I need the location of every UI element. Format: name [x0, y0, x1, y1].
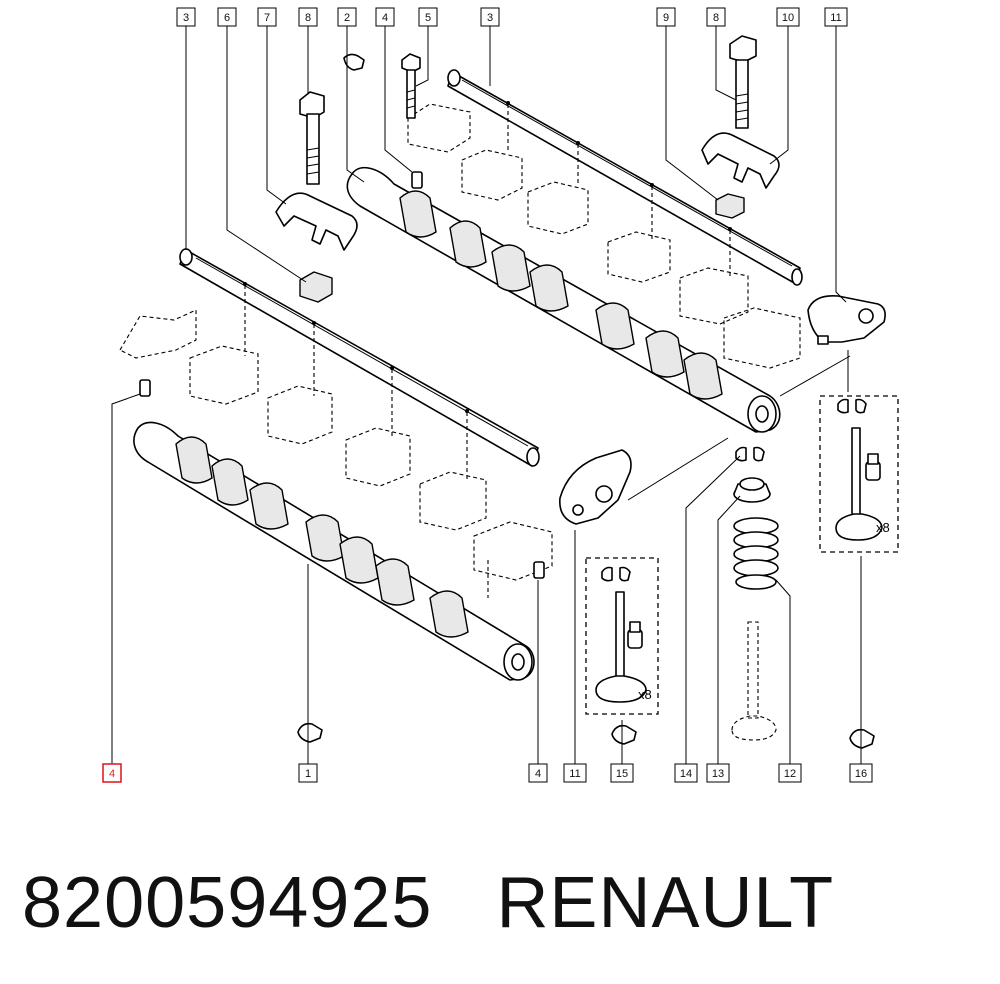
block-front — [299, 271, 333, 303]
callout-label: 1 — [305, 768, 311, 780]
callout-label: 10 — [782, 12, 794, 24]
bearing-caps-front — [119, 285, 553, 598]
callout-2: 2 — [337, 7, 357, 27]
callout-14: 14 — [674, 763, 698, 783]
callout-label: 4 — [109, 768, 115, 780]
callout-13: 13 — [706, 763, 730, 783]
callout-label: 8 — [305, 12, 311, 24]
callout-label: 7 — [264, 12, 270, 24]
callout-11-top: 11 — [824, 7, 848, 27]
callout-10: 10 — [776, 7, 800, 27]
camshaft-rear — [346, 166, 781, 433]
valve-spring — [733, 517, 779, 590]
valve-group-left — [585, 557, 659, 715]
callout-16: 16 — [849, 763, 873, 783]
grommet-16 — [849, 728, 875, 749]
callout-1: 1 — [298, 763, 318, 783]
callout-4-top: 4 — [375, 7, 395, 27]
exploded-parts-diagram: 3 6 7 8 2 4 5 3 — [102, 7, 899, 783]
callout-label: 16 — [855, 768, 867, 780]
rocker-shaft-rear — [447, 69, 803, 286]
callouts: 3 6 7 8 2 4 5 3 — [102, 7, 873, 783]
callout-label: 11 — [569, 768, 580, 780]
bolt-rear — [729, 35, 757, 129]
valve-cotters — [735, 446, 765, 462]
callout-8-left: 8 — [298, 7, 318, 27]
rocker-arm-front — [559, 449, 632, 525]
quantity-label-right: x8 — [876, 520, 890, 535]
callout-label: 11 — [830, 12, 841, 24]
bearing-caps-rear — [407, 103, 801, 369]
brand-name: RENAULT — [496, 863, 835, 943]
callout-label: 9 — [663, 12, 669, 24]
leader-lines — [111, 26, 862, 766]
callout-7: 7 — [257, 7, 277, 27]
callout-4-highlighted: 4 — [102, 763, 122, 783]
bolt-small — [401, 53, 421, 119]
quantity-label-left: x8 — [638, 687, 652, 702]
callout-label: 3 — [183, 12, 189, 24]
clamp-front — [275, 192, 358, 251]
callout-label: 5 — [425, 12, 431, 24]
callout-label: 13 — [712, 768, 724, 780]
callout-label: 4 — [382, 12, 388, 24]
callout-label: 4 — [535, 768, 541, 780]
valve-group-right — [819, 395, 899, 553]
callout-8-right: 8 — [706, 7, 726, 27]
callout-5: 5 — [418, 7, 438, 27]
callout-label: 8 — [713, 12, 719, 24]
clamp-rear — [701, 132, 780, 189]
grommet-1 — [297, 722, 323, 743]
rocker-shaft-front — [179, 248, 540, 467]
valve-dashed — [731, 621, 777, 741]
block-rear — [715, 193, 745, 219]
callout-6: 6 — [217, 7, 237, 27]
callout-label: 14 — [680, 768, 692, 780]
callout-11-bottom: 11 — [563, 763, 587, 783]
callout-3-top-right: 3 — [480, 7, 500, 27]
camshaft-front — [133, 421, 535, 681]
rocker-arm-rear — [807, 294, 886, 345]
callout-4-bottom: 4 — [528, 763, 548, 783]
clip-top — [343, 53, 365, 71]
callout-label: 3 — [487, 12, 493, 24]
callout-3-top-left: 3 — [176, 7, 196, 27]
part-caption: 8200594925 RENAULT — [22, 858, 834, 948]
spring-seat — [733, 477, 771, 503]
callout-12: 12 — [778, 763, 802, 783]
callout-label: 2 — [344, 12, 350, 24]
callout-label: 6 — [224, 12, 230, 24]
dowel-right — [533, 561, 545, 579]
grommet-15 — [611, 724, 637, 745]
callout-label: 12 — [784, 768, 796, 780]
part-number: 8200594925 — [22, 863, 433, 943]
callout-15: 15 — [610, 763, 634, 783]
dowel-upper — [411, 171, 423, 189]
callout-label: 15 — [616, 768, 628, 780]
dowel-left — [139, 379, 151, 397]
bolt-front — [299, 91, 325, 185]
callout-9: 9 — [656, 7, 676, 27]
